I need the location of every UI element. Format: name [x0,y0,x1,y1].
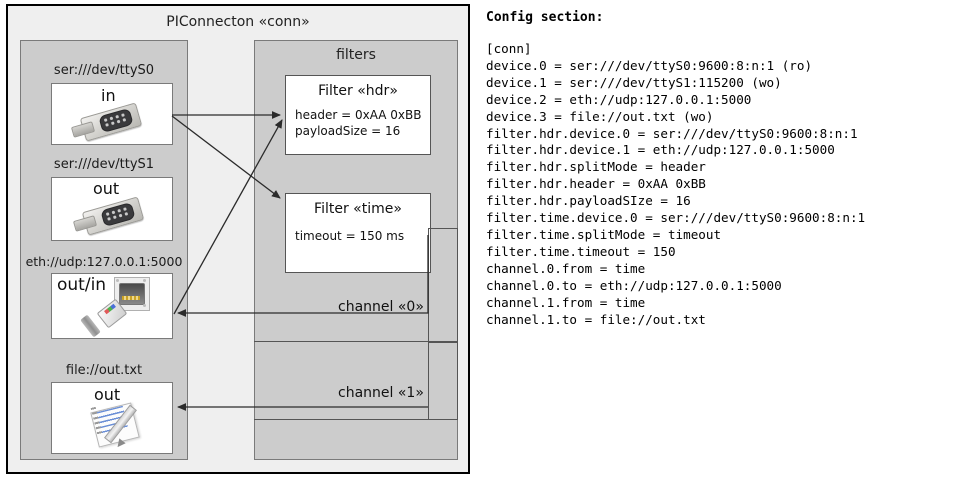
device-io-ttys0: in [101,86,116,105]
config-line: channel.1.from = time [486,294,646,310]
config-line: filter.time.splitMode = timeout [486,226,722,242]
config-line: device.0 = ser:///dev/ttyS0:9600:8:n:1 (… [486,57,813,73]
config-line: channel.0.to = eth://udp:127.0.0.1:5000 [486,277,782,293]
device-box-file[interactable]: out [51,382,173,454]
config-line: filter.hdr.splitMode = header [486,159,706,175]
config-heading: Config section: [486,10,604,25]
device-io-ttys1: out [93,179,120,198]
config-line: channel.0.from = time [486,260,646,276]
device-io-file: out [94,385,121,404]
config-line: channel.1.to = file://out.txt [486,311,706,327]
device-label-ttys0: ser:///dev/ttyS0 [53,63,155,78]
channel-divider-1 [254,342,458,420]
connector-diagram: PIConnecton «conn» ser:///dev/ttyS0 in s… [6,4,470,474]
channel-label-1: channel «1» [338,385,424,401]
device-io-eth: out/in [57,275,107,295]
filter-prop-hdr-header: header = 0xAA 0xBB [295,108,422,122]
channel-divider-0 [254,228,458,342]
device-box-eth[interactable]: out/in [51,273,173,339]
config-line: filter.time.device.0 = ser:///dev/ttyS0:… [486,210,866,226]
device-label-file: file://out.txt [65,363,143,378]
device-box-ttys1[interactable]: out [51,177,173,241]
channel-label-0: channel «0» [338,299,424,315]
config-line: device.2 = eth://udp:127.0.0.1:5000 [486,91,752,107]
config-text[interactable]: [conn]device.0 = ser:///dev/ttyS0:9600:8… [486,41,960,328]
devices-panel: ser:///dev/ttyS0 in ser:///dev/ttyS1 out [20,40,188,460]
config-line: filter.time.timeout = 150 [486,243,676,259]
config-line: device.1 = ser:///dev/ttyS1:115200 (wo) [486,74,782,90]
config-line: device.3 = file://out.txt (wo) [486,108,714,124]
device-label-eth: eth://udp:127.0.0.1:5000 [25,254,183,269]
config-line: filter.hdr.header = 0xAA 0xBB [486,176,706,192]
device-label-ttys1: ser:///dev/ttyS1 [53,157,155,172]
filters-panel-title: filters [336,47,376,63]
config-line: filter.hdr.payloadSIze = 16 [486,193,691,209]
config-section: Config section: [conn]device.0 = ser:///… [486,4,960,474]
diagram-title: PIConnecton «conn» [166,14,310,30]
config-line: [conn] [486,41,532,56]
config-line: filter.hdr.device.0 = ser:///dev/ttyS0:9… [486,125,858,141]
config-line: filter.hdr.device.1 = eth://udp:127.0.0.… [486,142,835,158]
filter-box-hdr[interactable]: Filter «hdr» header = 0xAA 0xBB payloadS… [285,75,431,155]
device-box-ttys0[interactable]: in [51,83,173,145]
filter-title-time: Filter «time» [314,201,402,217]
filter-prop-hdr-payloadsize: payloadSize = 16 [295,124,401,138]
filter-title-hdr: Filter «hdr» [318,83,398,99]
